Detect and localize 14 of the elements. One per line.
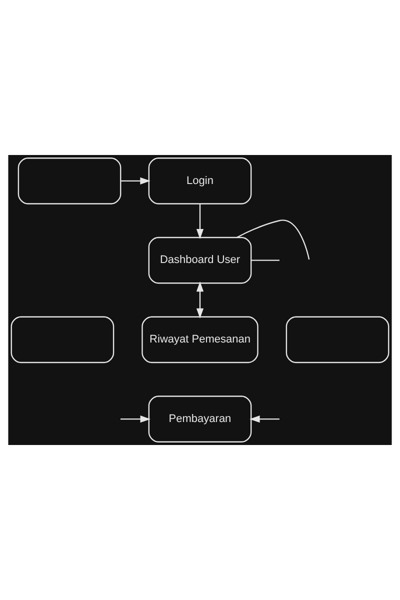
- node-box: Dashboard User: [148, 236, 252, 284]
- connector: [236, 220, 310, 260]
- node-box: Login: [148, 158, 252, 204]
- arrow: [120, 415, 151, 423]
- node-box: [10, 316, 114, 364]
- node-box: [18, 158, 122, 204]
- arrow: [120, 177, 150, 185]
- node-box: Pembayaran: [148, 396, 252, 442]
- arrow: [196, 204, 204, 240]
- arrow: [250, 415, 280, 423]
- arrow: [196, 281, 204, 319]
- node-box: Riwayat Pemesanan: [142, 316, 258, 364]
- connector: [251, 260, 280, 261]
- node-box: [286, 316, 390, 364]
